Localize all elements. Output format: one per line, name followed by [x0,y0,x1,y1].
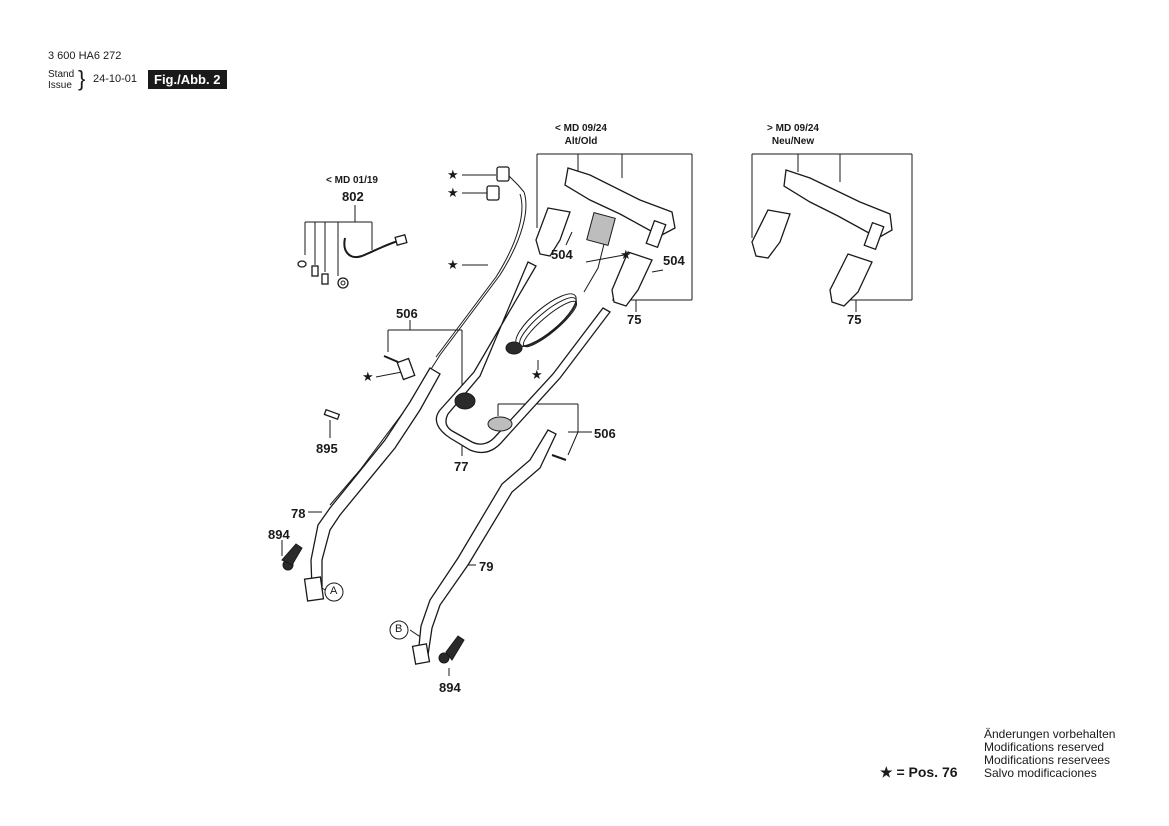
header-brace: } [78,66,86,91]
variant-name: Neu/New [771,136,815,147]
variant-marker: > [767,123,773,134]
screws-506 [383,355,567,461]
lower-handle-79 [411,429,557,665]
part-number-894-right: 894 [439,680,461,695]
star-marker: ★ [620,247,632,262]
legend-line: Modifications reservees [984,753,1111,767]
bowden-cable [329,191,527,506]
part-number-77: 77 [454,459,469,474]
legend-line: Änderungen vorbehalten [984,727,1116,741]
star-marker: ★ [447,257,459,272]
variant-marker: < [326,175,332,186]
leader-802 [304,205,373,276]
part-number-802: 802 [342,189,364,204]
leader-506-left [375,320,463,392]
issue-date: 24-10-01 [93,73,138,85]
issue-label: Issue [48,80,72,91]
star-marker: ★ [531,367,543,382]
rod-895 [323,408,341,421]
variant-code: MD 09/24 [563,123,607,134]
doc-number: 3 600 HA6 272 [48,50,122,62]
variant-code: MD 01/19 [334,175,378,186]
part-number-504-right: 504 [663,253,685,268]
star-position-note: ★ = Pos. 76 [880,764,958,780]
part-number-79: 79 [479,559,494,574]
callout-a: A [330,585,338,597]
part-number-894-left: 894 [268,527,290,542]
variant-marker: < [555,123,561,134]
part-number-75-old: 75 [627,312,642,327]
modifications-legend: Änderungen vorbehalten Modifications res… [984,728,1115,780]
legend-line: Modifications reserved [984,740,1105,754]
part-number-504-left: 504 [551,247,573,262]
leader-star-clips [462,174,496,266]
top-handle-new [751,169,893,307]
callout-b-circle [389,620,409,640]
leader-new-bracket [751,153,913,312]
bowden-clips [486,166,525,201]
part-number-506-left: 506 [396,306,418,321]
variant-new: > MD 09/24 Neu/New [748,122,838,148]
star-marker: ★ [447,167,459,182]
part-number-78: 78 [291,506,306,521]
top-handle-old [535,167,676,307]
variant-code: MD 09/24 [775,123,819,134]
part-number-506-right: 506 [594,426,616,441]
part-number-75-new: 75 [847,312,862,327]
stand-label: Stand [48,69,75,80]
legend-line: Salvo modificaciones [984,766,1097,780]
star-marker: ★ [447,185,459,200]
figure-label: Fig./Abb. 2 [148,70,228,89]
upper-handle-77 [435,261,611,454]
part-number-895: 895 [316,441,338,456]
cable-coil [505,239,606,355]
lower-handle-78 [281,367,441,602]
cable-kit-802 [297,234,408,289]
callout-b: B [395,623,403,635]
variant-name: Alt/Old [564,136,598,147]
variant-old: < MD 09/24 Alt/Old [536,122,626,148]
callout-a-circle [324,582,344,602]
variant-cable-old: < MD 01/19 [326,174,378,187]
leader-506-right [497,403,592,456]
star-marker: ★ [362,369,374,384]
